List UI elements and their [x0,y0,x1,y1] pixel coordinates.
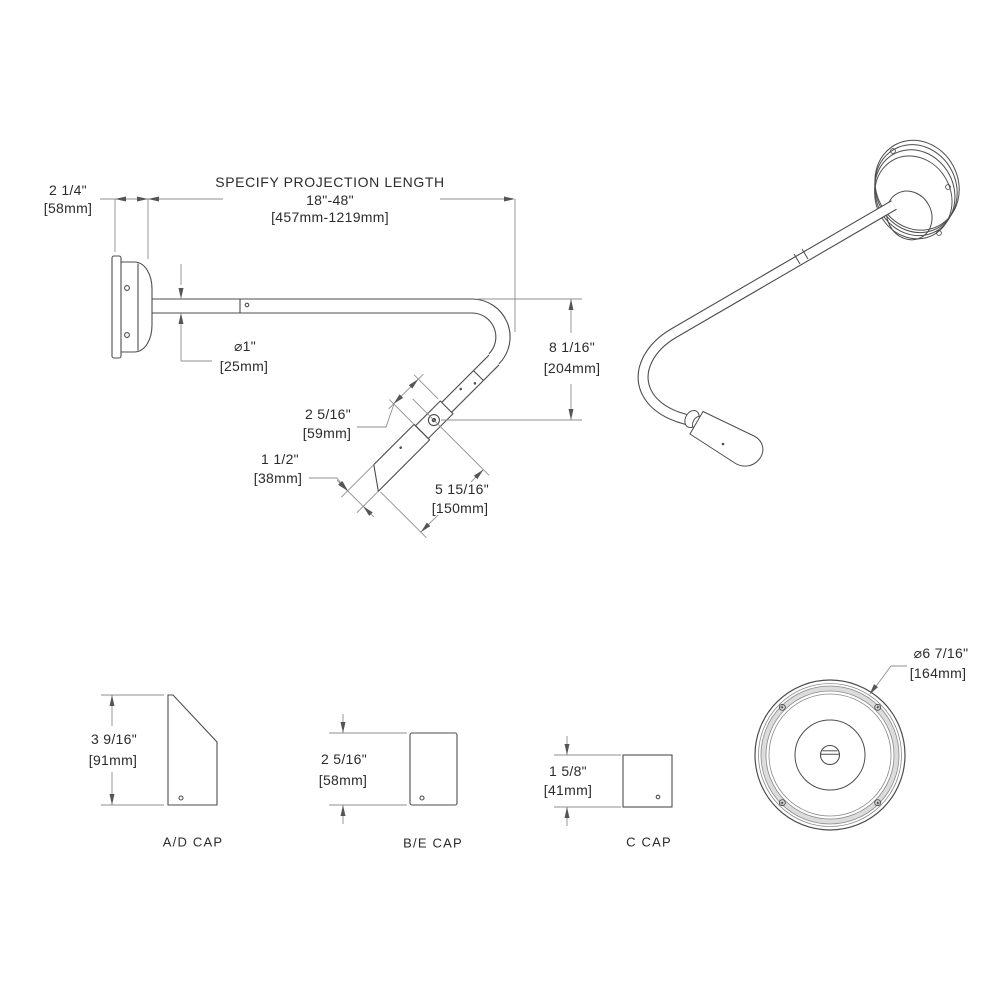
dim-tube-dia-mm: [25mm] [219,358,269,374]
cap-profiles [101,694,673,826]
backplate-leader [870,665,907,694]
bend-inner [471,312,497,355]
ad-cap-label: A/D CAP [162,834,224,850]
dim-tube-dia-in: ⌀1" [233,338,257,354]
ad-cap-profile [167,694,218,806]
side-view-diagonal-assembly [336,354,500,539]
c-cap-height-mm: [41mm] [543,782,593,798]
perspective-cap [689,410,764,467]
plate-screw-top [124,285,130,291]
c-cap-label: C CAP [626,834,672,850]
cap-holder [373,423,431,493]
ad-cap-height-in: 3 9/16" [88,732,140,746]
c-cap-height-in: 1 5/8" [549,763,587,779]
diagonal-dim-arrows [338,379,484,533]
be-cap-profile [409,732,458,806]
backplate-inner-circle [794,719,866,791]
projection-note-title: SPECIFY PROJECTION LENGTH [215,174,445,190]
wall-plate [111,255,122,359]
dim-holder-in: 5 15/16" [431,482,493,496]
dim-knuckle-mm: [59mm] [302,425,352,441]
cap-dim-arrows [109,695,570,818]
backplate-screws [778,703,882,807]
plate-screw-bottom [124,332,130,338]
ad-cap-height-mm: [91mm] [85,753,141,767]
be-cap-height-in: 2 5/16" [321,751,367,767]
dim-cap-dia-mm: [38mm] [253,470,303,486]
tube-set-screw [244,302,250,308]
be-cap-height-mm: [58mm] [318,772,368,788]
leader-2-5-16 [357,403,395,428]
diagonal-joint [473,370,484,381]
dim-cap-dia-in: 1 1/2" [261,451,299,467]
side-view-arm [111,255,511,365]
bend-outer [471,298,511,365]
perspective-plate-screws [890,148,951,236]
dim-plate-depth-mm: [58mm] [43,200,93,216]
perspective-wall-plate [874,139,960,241]
perspective-boss [886,190,933,241]
dim-drop-mm: [204mm] [540,361,604,375]
dim-plate-depth-in: 2 1/4" [49,182,87,198]
projection-range-in: 18"-48" [303,193,357,207]
be-cap-label: B/E CAP [403,835,463,851]
backplate-dia-mm: [164mm] [909,665,967,681]
diagonal-dimensions [336,373,490,539]
canopy-dome [121,261,153,353]
backplate-dia-in: ⌀6 7/16" [913,645,969,661]
side-view-dim-arrows [115,196,574,491]
dim-holder-mm: [150mm] [428,501,492,515]
perspective-view [637,139,960,467]
dim-drop-in: 8 1/16" [546,340,598,354]
backplate-center-screw [819,744,841,766]
backplate-view [754,665,907,831]
dim-knuckle-in: 2 5/16" [305,406,351,422]
projection-range-mm: [457mm-1219mm] [271,209,389,225]
c-cap-profile [622,754,673,808]
